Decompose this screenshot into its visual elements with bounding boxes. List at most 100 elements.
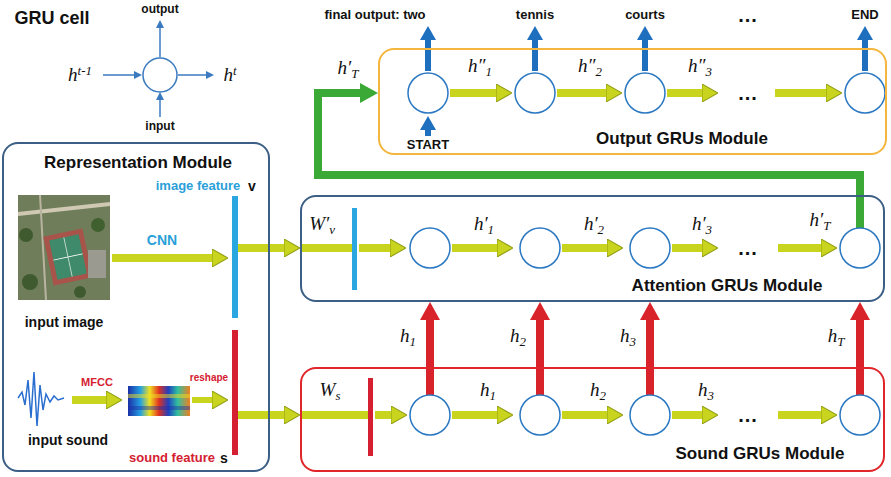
symbol-base: h: [810, 209, 820, 230]
gru-circle: [840, 228, 880, 268]
gru-circle: [845, 73, 885, 113]
hidden-state-arrow: [426, 367, 434, 395]
symbol-subscript: 3: [630, 334, 636, 349]
aerial-image: [18, 204, 110, 214]
spectrogram: [128, 386, 190, 416]
aerial-image: [49, 234, 87, 279]
flow-arrow: [359, 244, 390, 252]
state-symbol: h″1: [468, 55, 492, 77]
symbol-base: h: [584, 213, 594, 234]
aerial-image: [74, 286, 86, 298]
flow-arrow: [562, 244, 607, 252]
flow-arrow: [775, 89, 826, 97]
spectrogram: [128, 406, 190, 410]
flow-arrow: [192, 397, 212, 403]
hidden-state-arrow: [536, 367, 544, 395]
aerial-image: [18, 195, 110, 300]
final-state-arrow: [318, 93, 860, 195]
flow-arrow: [72, 396, 106, 404]
symbol-prime: ′: [347, 57, 351, 78]
symbol-base: h: [688, 55, 698, 76]
flow-arrow: [300, 244, 352, 252]
edge-label: hT: [826, 325, 847, 347]
symbol-subscript: 3: [708, 388, 714, 403]
input-caption: input sound: [28, 432, 108, 448]
symbol-prime: ′: [819, 209, 823, 230]
symbol-base: W: [309, 213, 325, 234]
ellipsis: ...: [738, 82, 758, 105]
sound-waveform: [18, 372, 64, 426]
feature-symbol: v: [248, 178, 256, 194]
output-arrow: [862, 40, 868, 71]
symbol-base: W: [320, 379, 336, 400]
hidden-state-arrow: [646, 367, 654, 395]
symbol-base: h: [828, 325, 838, 346]
hidden-state-arrow: [856, 367, 864, 395]
symbol-base: h: [474, 213, 484, 234]
module-title: Attention GRUs Module: [632, 276, 823, 296]
gru-circle: [408, 73, 885, 435]
feature-bars: [232, 196, 238, 318]
final-state-arrow: [856, 195, 864, 228]
output-word: final output: two: [324, 8, 425, 23]
symbol-base: h: [400, 325, 410, 346]
aerial-image: [91, 218, 105, 232]
flow-arrow: [375, 411, 391, 419]
symbol-subscript: 3: [706, 222, 712, 237]
weight-symbol: W′v: [309, 213, 335, 235]
state-symbol: ht: [223, 64, 236, 86]
feature-arrow: [270, 411, 284, 419]
output-word: END: [851, 8, 878, 23]
edge-label: h3: [618, 325, 638, 347]
symbol-prime: ″: [588, 55, 596, 76]
aerial-image: [64, 237, 72, 276]
hidden-state-arrow: [856, 320, 864, 367]
inset-title: GRU cell: [14, 8, 89, 29]
symbol-subscript: 1: [488, 222, 494, 237]
output-arrow: [425, 130, 431, 136]
output-module: Output GRUs Module: [378, 48, 887, 155]
flow-arrow: [450, 89, 496, 97]
flow-arrow: [238, 244, 270, 252]
aerial-image: [88, 250, 106, 278]
symbol-subscript: 2: [600, 388, 606, 403]
feature-bars: [352, 208, 357, 290]
symbol-prime: ′: [325, 213, 329, 234]
symbol-subscript: 1: [410, 334, 416, 349]
symbol-subscript: v: [329, 222, 335, 237]
symbol-base: h: [692, 213, 702, 234]
module-title: Output GRUs Module: [596, 129, 768, 149]
gru-circle: [520, 395, 560, 435]
edge-label: h′T: [336, 57, 361, 79]
hidden-state-arrow: [426, 320, 434, 367]
output-arrow: [428, 40, 865, 136]
feature-arrow: [270, 244, 284, 252]
aerial-image: [40, 195, 46, 300]
feature-bars: [232, 330, 238, 455]
flow-arrow: [112, 254, 212, 262]
aerial-image: [22, 274, 38, 290]
weight-symbol: Ws: [320, 379, 341, 401]
sound-waveform: [18, 372, 64, 426]
gru-circle: [410, 395, 450, 435]
flow-arrow: [672, 244, 702, 252]
symbol-superscript: t-1: [78, 63, 92, 78]
gru-circle: [625, 73, 665, 113]
symbol-subscript: s: [335, 388, 340, 403]
symbol-subscript: 2: [595, 64, 601, 79]
gru-circle: [520, 228, 560, 268]
aerial-image: [19, 228, 33, 242]
input-caption: input image: [25, 314, 104, 330]
edge-label: h2: [508, 325, 528, 347]
symbol-superscript: t: [233, 63, 237, 78]
feature-symbol: s: [220, 450, 228, 466]
flow-arrow: [300, 411, 368, 419]
spectrogram: [128, 386, 190, 416]
symbol-subscript: 1: [485, 64, 491, 79]
symbol-subscript: 2: [598, 222, 604, 237]
flow-arrow: [778, 244, 821, 252]
symbol-prime: ′: [593, 213, 597, 234]
step-label: MFCC: [81, 376, 113, 389]
gru-cell-icon: [178, 74, 206, 76]
